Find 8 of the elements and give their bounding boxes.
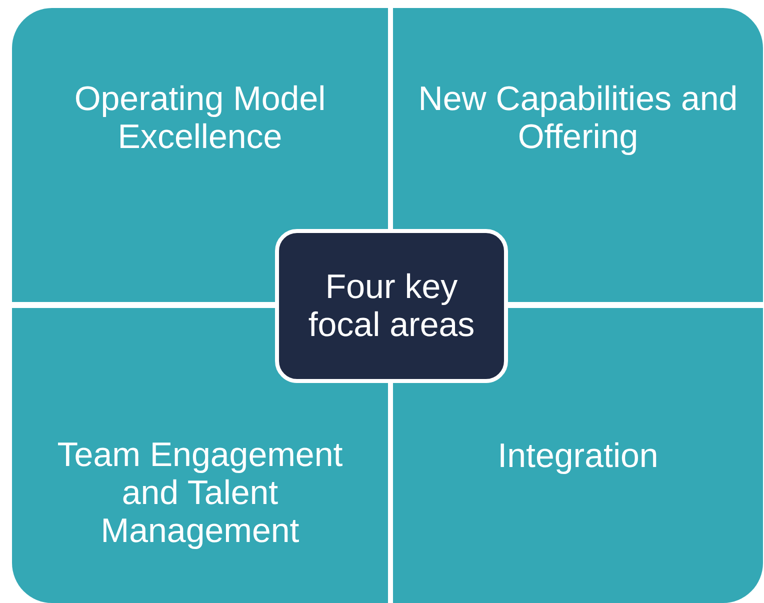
quadrant-box	[12, 308, 388, 603]
quadrant-title: Operating Model Excellence	[73, 80, 327, 156]
center-box	[275, 229, 508, 383]
quadrant-box	[393, 308, 763, 603]
quadrant-title: Integration	[498, 436, 658, 474]
quadrant-title: New Capabilities and Offering	[417, 80, 739, 156]
quadrant-title: Team Engagement and Talent Management	[56, 436, 344, 550]
center-title: Four key focal areas	[307, 268, 476, 344]
